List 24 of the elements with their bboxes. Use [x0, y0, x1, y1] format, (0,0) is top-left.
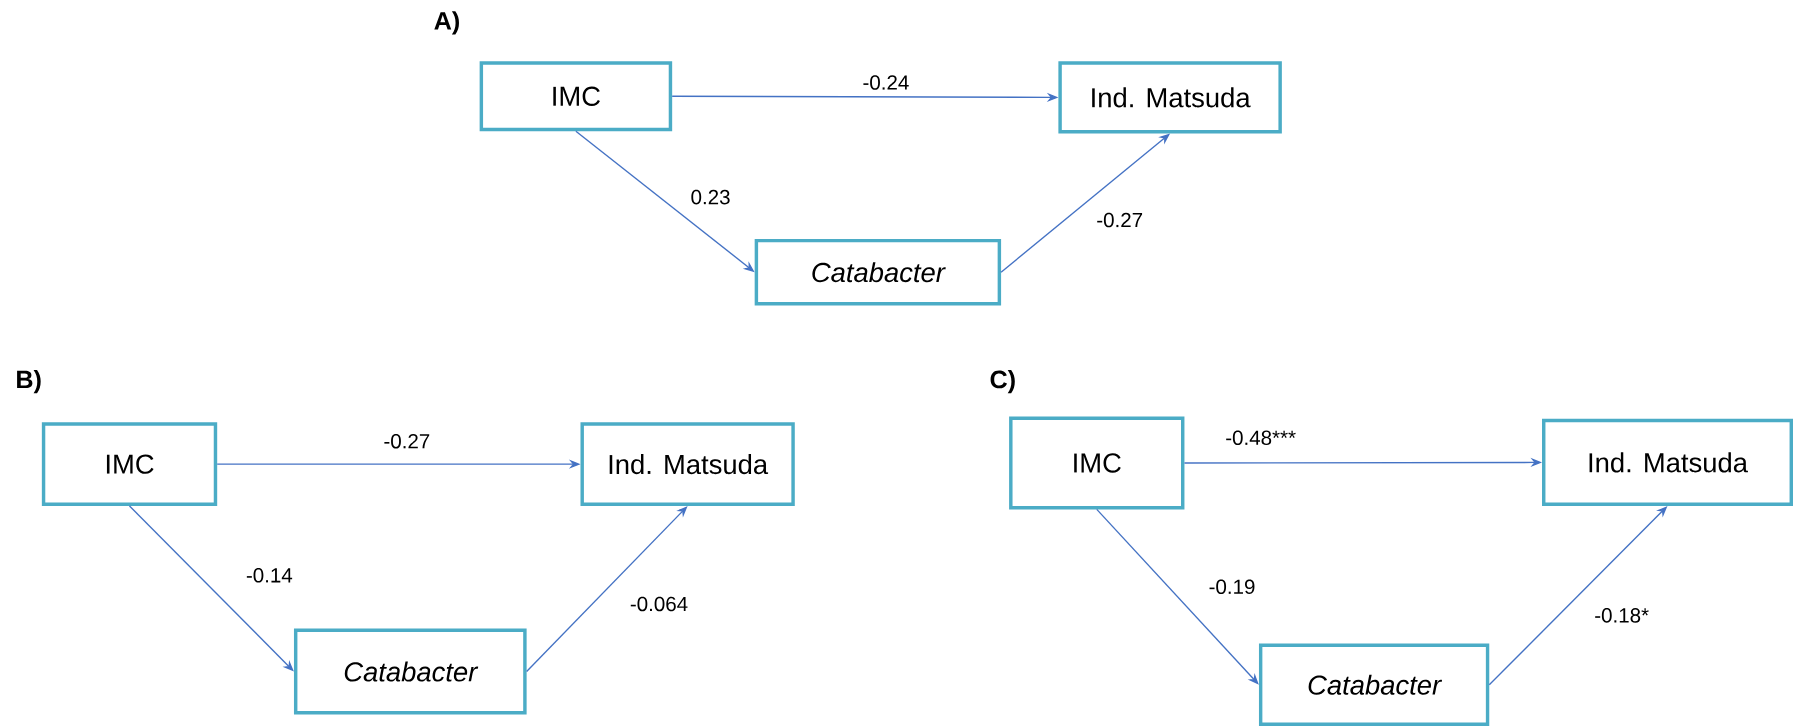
coefficient-label: -0.18* [1591, 606, 1652, 626]
variable-box: IMC [41, 422, 218, 507]
variable-box: IMC [479, 61, 673, 132]
panel-label: B) [17, 370, 41, 394]
coefficient-label: -0.19 [1206, 577, 1258, 597]
coefficient-label: -0.27 [381, 431, 433, 451]
arrow [128, 505, 294, 672]
panel-label: A) [434, 11, 459, 35]
variable-box: Catabacter [1258, 643, 1490, 727]
variable-box: Catabacter [754, 239, 1002, 306]
variable-box: Catabacter [293, 628, 527, 715]
arrow [1096, 508, 1259, 685]
coefficient-label: -0.24 [860, 73, 912, 93]
panel-label: C) [990, 370, 1015, 394]
coefficient-label: -0.14 [243, 565, 296, 586]
variable-box: IMC [1009, 416, 1185, 510]
coefficient-label: 0.23 [688, 187, 733, 207]
variable-box: Ind. Matsuda [1542, 419, 1793, 507]
coefficient-label: -0.064 [627, 594, 691, 614]
variable-box: Ind. Matsuda [1058, 61, 1282, 134]
coefficient-label: -0.48*** [1222, 428, 1299, 448]
coefficient-label: -0.27 [1094, 210, 1146, 230]
variable-box: Ind. Matsuda [580, 422, 795, 507]
arrow [525, 506, 688, 673]
